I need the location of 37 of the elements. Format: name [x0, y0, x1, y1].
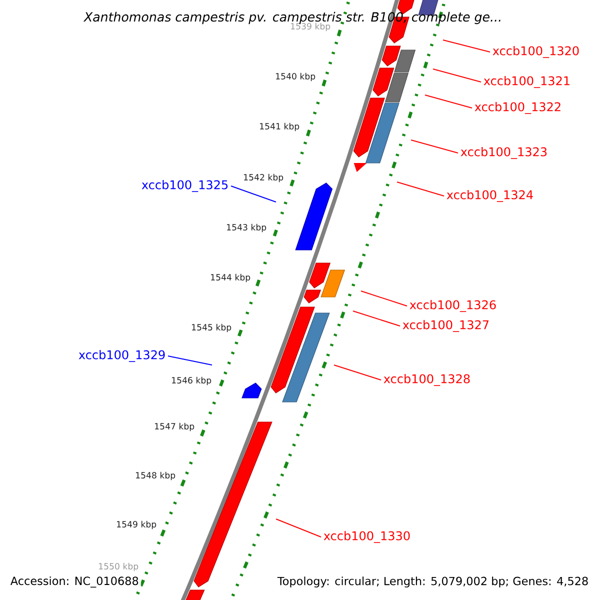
leader-line [334, 364, 382, 380]
tick-label: 1548 kbp [136, 472, 176, 480]
leader-line [276, 518, 322, 538]
tick-label: 1549 kbp [117, 520, 156, 530]
leader-line [432, 68, 482, 82]
tick-label: 1546 kbp [172, 376, 212, 386]
leader-line [230, 186, 276, 202]
title: Xanthomonas campestris pv. campestris str. B100, complete ge... [83, 12, 500, 24]
tick-label: 1544 kbp [211, 274, 250, 282]
leader-line [360, 290, 408, 306]
tick-label: 1541 kbp [260, 122, 300, 132]
summary-text: Topology: circular; Length: 5,079,002 bp; Genes: 4,528 [275, 574, 591, 590]
gene-label: xccb100_1323 [460, 147, 547, 159]
gene-label: xccb100_1327 [402, 320, 489, 332]
gene-label: xccb100_1320 [492, 46, 579, 58]
gene-label: xccb100_1321 [484, 76, 570, 88]
tick-label: 1543 kbp [227, 224, 266, 232]
tick-label: 1542 kbp [244, 174, 284, 182]
leader-line [168, 356, 212, 366]
leader-line [410, 140, 458, 154]
tick-label: 1550 kbp [99, 562, 138, 572]
gene-label: xccb100_1326 [410, 300, 496, 312]
leader-line [424, 94, 472, 108]
tick-label: 1539 kbp [291, 22, 330, 32]
leader-line [352, 310, 400, 326]
gene-label: xccb100_1328 [384, 374, 470, 386]
leader-line [396, 182, 444, 196]
gene-label: xccb100_1324 [446, 190, 533, 202]
tick-label: 1547 kbp [155, 422, 194, 432]
gene-label: xccb100_1330 [324, 531, 410, 543]
gene-label: xccb100_1325 [142, 180, 228, 192]
tick-label: 1540 kbp [276, 72, 316, 82]
gene-label: xccb100_1329 [78, 350, 165, 362]
gene-label: xccb100_1322 [474, 102, 560, 114]
accession-text: Accession: NC_010688 [8, 574, 141, 590]
leader-line [442, 40, 490, 52]
tick-label: 1545 kbp [192, 324, 232, 332]
